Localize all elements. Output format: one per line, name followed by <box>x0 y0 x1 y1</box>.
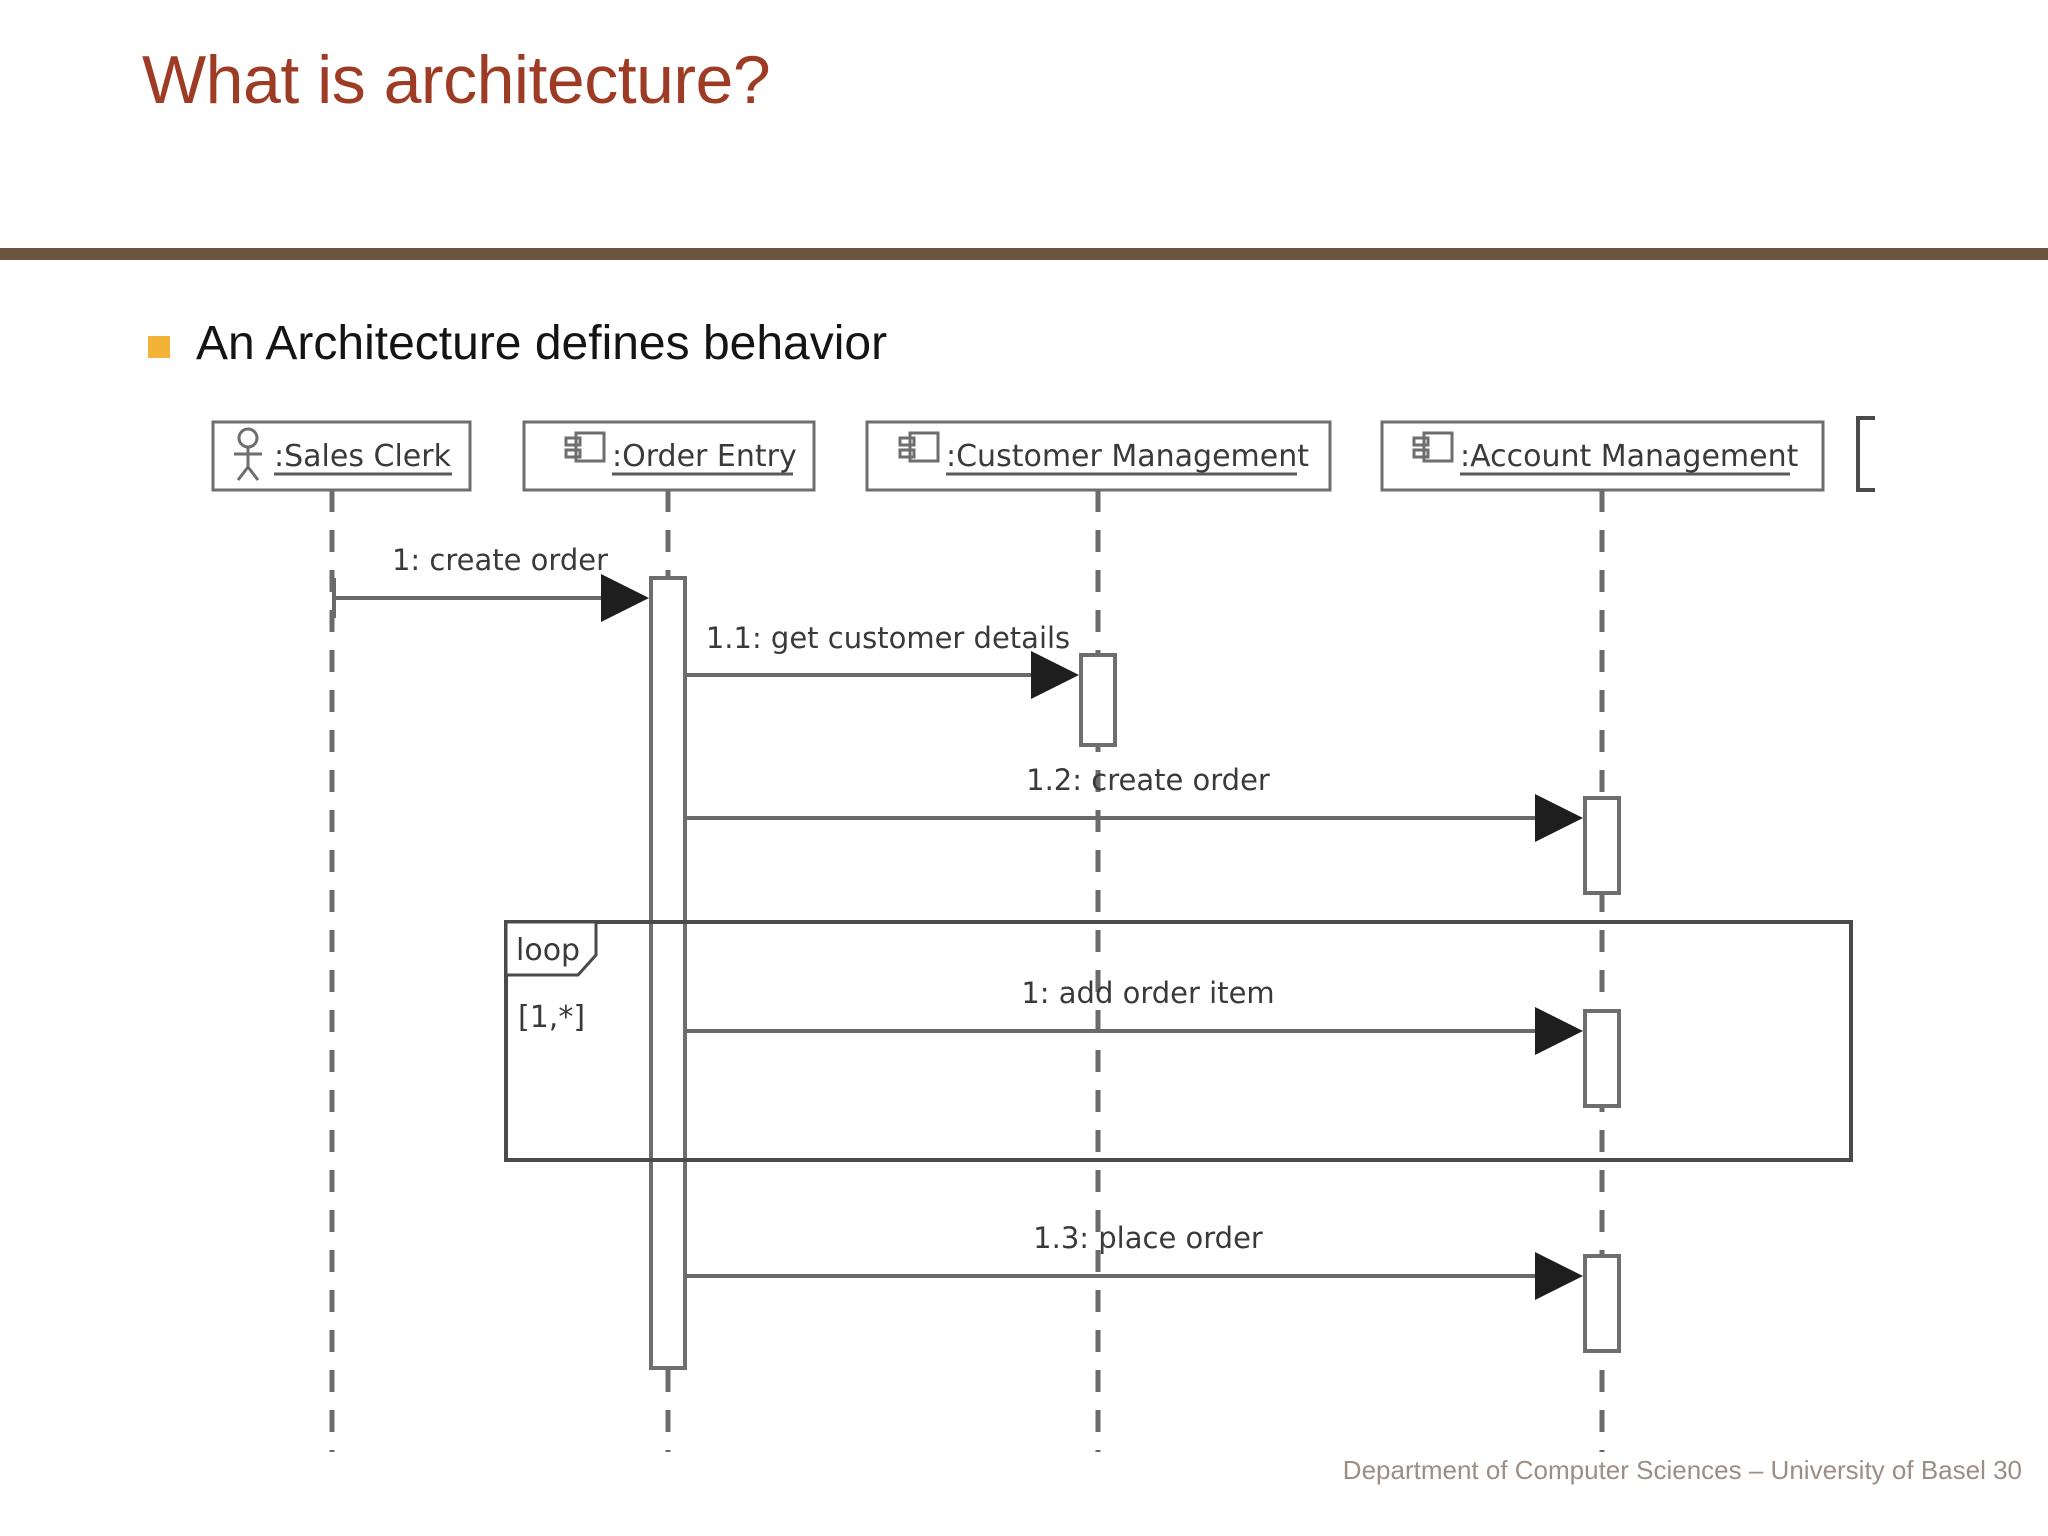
title-divider <box>0 248 2048 260</box>
message-get-customer-details: 1.1: get customer details <box>685 621 1079 699</box>
message-label: 1.3: place order <box>1033 1221 1263 1255</box>
lifeline-header-order-entry[interactable]: :Order Entry <box>522 420 816 492</box>
fragment-operator-label: loop <box>516 933 580 968</box>
activation-account-management-3 <box>1583 1254 1621 1353</box>
loop-fragment: loop [1,*] <box>504 920 1853 1162</box>
component-icon <box>898 431 940 463</box>
component-icon <box>1412 431 1454 463</box>
lifeline-label: :Customer Management <box>946 439 1309 474</box>
activation-customer-management <box>1079 653 1117 747</box>
lifeline-header-customer-management[interactable]: :Customer Management <box>865 420 1332 492</box>
message-create-order: 1: create order <box>332 543 649 622</box>
bullet-item-label: An Architecture defines behavior <box>196 317 888 370</box>
bullet-item: An Architecture defines behavior <box>148 316 887 371</box>
fragment-guard-label: [1,*] <box>518 1000 585 1035</box>
activation-account-management-2 <box>1583 1009 1621 1108</box>
square-bullet-icon <box>148 335 170 358</box>
message-label: 1.1: get customer details <box>706 621 1070 655</box>
activation-account-management-1 <box>1583 796 1621 895</box>
lifeline-label: :Order Entry <box>612 439 797 474</box>
lifeline-header-account-management[interactable]: :Account Management <box>1380 420 1825 492</box>
message-add-order-item: 1: add order item <box>685 976 1583 1055</box>
partial-bracket-shape-icon <box>1856 416 1875 492</box>
component-icon <box>564 431 606 463</box>
lifeline-header-sales-clerk[interactable]: :Sales Clerk <box>211 420 472 492</box>
message-create-order-account: 1.2: create order <box>685 763 1583 842</box>
message-label: 1.2: create order <box>1026 763 1270 797</box>
actor-stick-figure-icon <box>234 427 262 481</box>
lifeline-label: :Sales Clerk <box>274 439 452 474</box>
message-place-order: 1.3: place order <box>685 1221 1583 1300</box>
slide-footer: Department of Computer Sciences – Univer… <box>1342 1455 2022 1485</box>
page-title: What is architecture? <box>142 42 771 118</box>
lifeline-label: :Account Management <box>1460 439 1799 474</box>
message-label: 1: create order <box>392 543 608 577</box>
activation-order-entry <box>649 576 687 1370</box>
message-label: 1: add order item <box>1021 976 1274 1010</box>
